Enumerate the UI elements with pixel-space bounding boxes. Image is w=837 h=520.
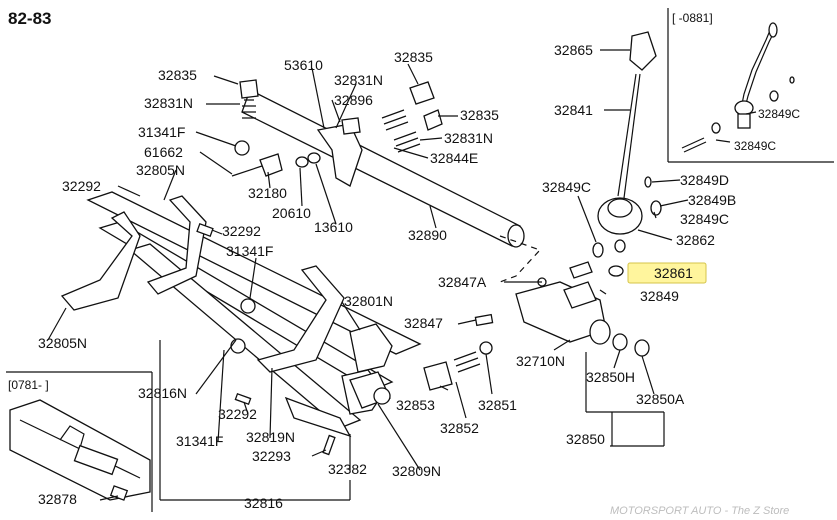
part-label[interactable]: 32831N (334, 72, 383, 88)
part-label[interactable]: 32850H (586, 369, 635, 385)
part-label[interactable]: 32847A (438, 274, 487, 290)
part-label[interactable]: 32844E (430, 150, 478, 166)
part-label[interactable]: 53610 (284, 57, 323, 73)
part-label[interactable]: 32862 (676, 232, 715, 248)
part-label[interactable]: 32890 (408, 227, 447, 243)
inset-bottom-left-range: [0781- ] (8, 378, 49, 392)
part-label[interactable]: 32805N (38, 335, 87, 351)
part-label[interactable]: 32849B (688, 192, 736, 208)
part-label[interactable]: 20610 (272, 205, 311, 221)
detent-hardware-left (239, 79, 443, 153)
part-label[interactable]: 13610 (314, 219, 353, 235)
part-labels: 32835 53610 32835 32831N 32831N 32896 32… (38, 42, 800, 511)
part-label[interactable]: 32849C (758, 107, 800, 121)
part-label[interactable]: 32801N (344, 293, 393, 309)
part-label[interactable]: 31341F (226, 243, 273, 259)
part-label[interactable]: 61662 (144, 144, 183, 160)
part-label[interactable]: 32849C (734, 139, 776, 153)
part-label[interactable]: 31341F (176, 433, 223, 449)
leader-lines (47, 49, 757, 501)
inset-top-right-range: [ -0881] (672, 11, 713, 25)
lower-right-hardware (349, 341, 493, 409)
part-label[interactable]: 32292 (62, 178, 101, 194)
part-label-highlighted[interactable]: 32861 (654, 265, 693, 281)
part-label[interactable]: 32293 (252, 448, 291, 464)
part-label[interactable]: 32382 (328, 461, 367, 477)
part-label[interactable]: 32292 (218, 406, 257, 422)
part-label[interactable]: 32831N (144, 95, 193, 111)
part-label[interactable]: 32835 (460, 107, 499, 123)
part-label[interactable]: 32849D (680, 172, 729, 188)
part-label[interactable]: 32849C (542, 179, 591, 195)
part-label[interactable]: 32850 (566, 431, 605, 447)
part-label[interactable]: 32835 (394, 49, 433, 65)
part-label[interactable]: 32850A (636, 391, 685, 407)
part-label[interactable]: 32819N (246, 429, 295, 445)
part-label[interactable]: 32896 (334, 92, 373, 108)
part-label[interactable]: 32816N (138, 385, 187, 401)
part-label[interactable]: 31341F (138, 124, 185, 140)
part-label[interactable]: 32292 (222, 223, 261, 239)
part-label[interactable]: 32853 (396, 397, 435, 413)
part-label[interactable]: 32835 (158, 67, 197, 83)
part-label[interactable]: 32847 (404, 315, 443, 331)
shifter-lever-assembly (569, 31, 662, 279)
part-label[interactable]: 32841 (554, 102, 593, 118)
main-shift-rod-assembly (231, 89, 525, 248)
part-label[interactable]: 32849C (680, 211, 729, 227)
part-label[interactable]: 32816 (244, 495, 283, 511)
part-label[interactable]: 32849 (640, 288, 679, 304)
part-label[interactable]: 32809N (392, 463, 441, 479)
inset-bottom-left: [0781- ] (6, 371, 153, 512)
part-label[interactable]: 32852 (440, 420, 479, 436)
part-label[interactable]: 32851 (478, 397, 517, 413)
watermark: MOTORSPORT AUTO - The Z Store (610, 505, 789, 517)
inset-top-right: [ -0881] (667, 8, 834, 163)
part-label[interactable]: 32878 (38, 491, 77, 507)
diagram-title: 82-83 (8, 9, 51, 28)
part-label[interactable]: 32831N (444, 130, 493, 146)
part-label[interactable]: 32180 (248, 185, 287, 201)
part-label[interactable]: 32710N (516, 353, 565, 369)
part-label[interactable]: 32805N (136, 162, 185, 178)
part-label[interactable]: 32865 (554, 42, 593, 58)
part-32861-highlight (627, 262, 707, 284)
